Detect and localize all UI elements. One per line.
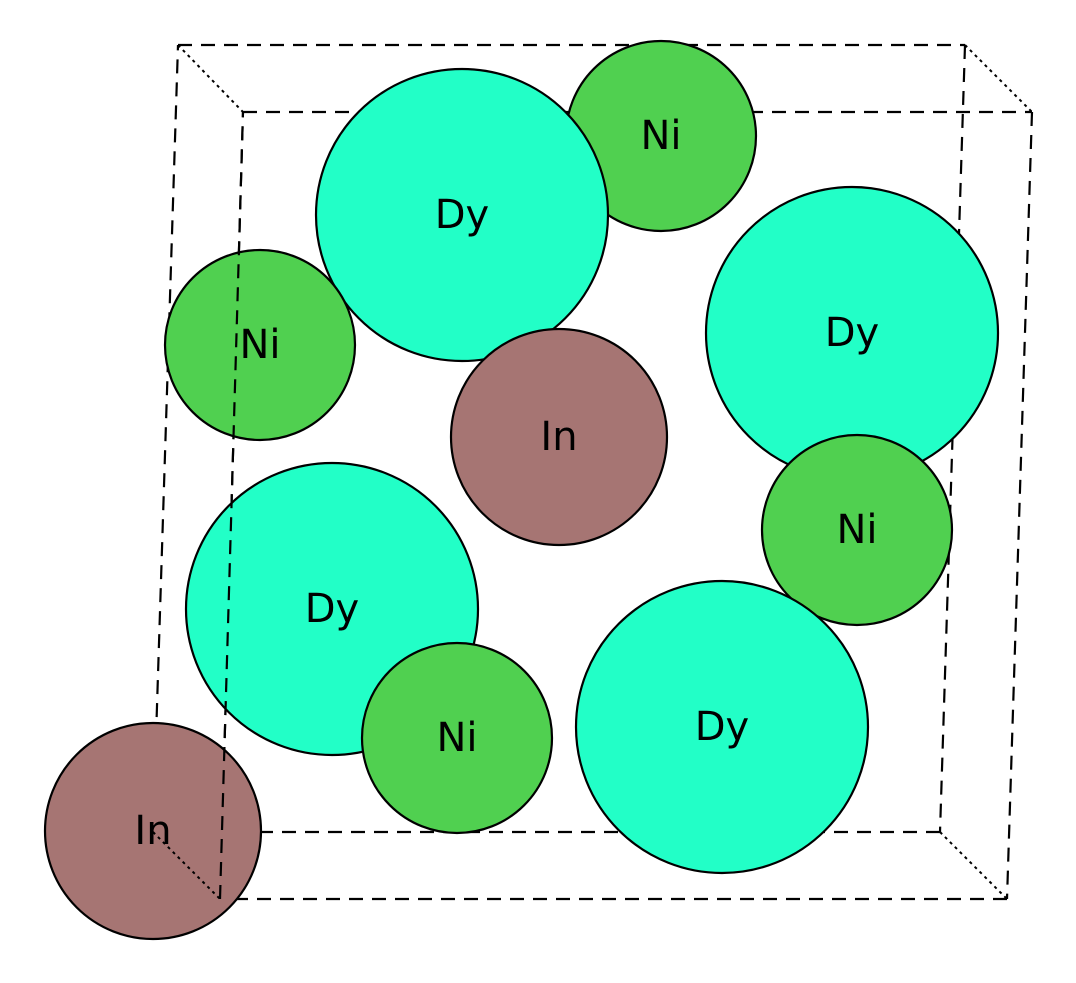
- cell-edge: [218, 111, 245, 900]
- atom-ni: Ni: [760, 433, 954, 627]
- atom-label: Ni: [640, 113, 681, 159]
- atom-label: Ni: [836, 507, 877, 553]
- atom-dy: Dy: [704, 185, 1000, 481]
- atom-ni: Ni: [163, 248, 357, 442]
- atom-label: Dy: [695, 704, 749, 750]
- atom-dy: Dy: [574, 579, 870, 875]
- cell-edge: [177, 44, 244, 113]
- atom-label: Ni: [436, 715, 477, 761]
- cell-edge: [939, 831, 1008, 900]
- cell-edge: [1005, 111, 1034, 900]
- atom-in: In: [43, 721, 263, 941]
- atom-label: Dy: [305, 586, 359, 632]
- atom-sphere: [449, 327, 669, 547]
- atom-label: Dy: [435, 192, 489, 238]
- atom-ni: Ni: [360, 641, 554, 835]
- atom-sphere: [43, 721, 263, 941]
- cell-edge: [964, 44, 1033, 113]
- atom-label: Dy: [825, 310, 879, 356]
- atom-in: In: [449, 327, 669, 547]
- atom-sphere: [574, 579, 870, 875]
- atom-label: Ni: [239, 322, 280, 368]
- atom-sphere: [314, 67, 610, 363]
- atom-sphere: [760, 433, 954, 627]
- cell-overlay-edges: [152, 111, 245, 900]
- atom-sphere: [360, 641, 554, 835]
- atom-label: In: [134, 808, 171, 854]
- atom-dy: Dy: [314, 67, 610, 363]
- atom-label: In: [540, 414, 577, 460]
- cell-edge: [152, 831, 221, 900]
- atom-ni: Ni: [564, 39, 758, 233]
- cell-edge: [151, 44, 180, 833]
- atom-sphere: [163, 248, 357, 442]
